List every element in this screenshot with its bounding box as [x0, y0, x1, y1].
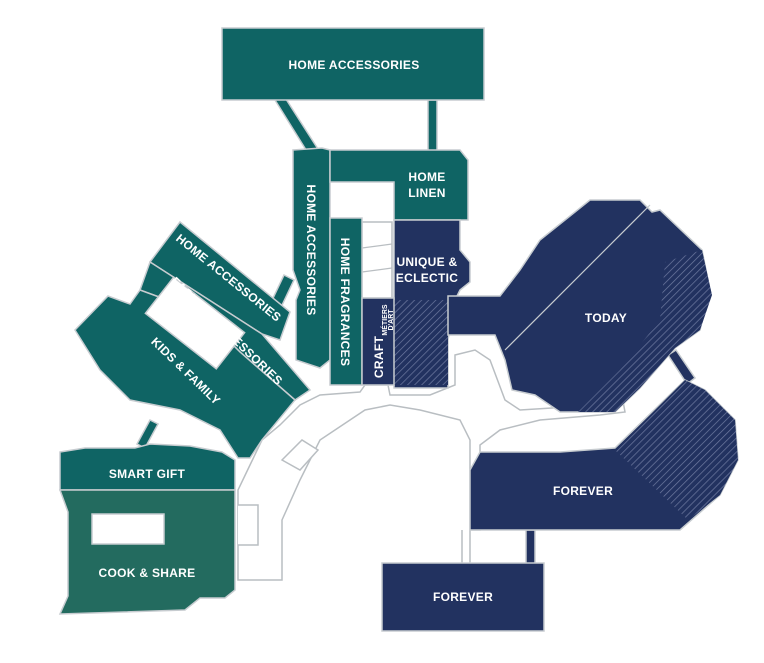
label-home-linen-2: LINEN — [408, 186, 446, 200]
navy-zones — [361, 199, 739, 632]
label-home-accessories-top: HOME ACCESSORIES — [288, 58, 419, 72]
zone-kids-family[interactable] — [74, 289, 297, 459]
zone-cook-share[interactable] — [58, 489, 236, 615]
zone-home-accessories-vertical[interactable] — [292, 147, 331, 369]
zone-craft[interactable] — [361, 297, 395, 386]
walkway-cross — [280, 439, 320, 471]
label-unique-eclectic-2: ECLECTIC — [396, 271, 458, 285]
walkway-bottom-link — [461, 530, 471, 566]
zone-home-accessories-top[interactable] — [221, 27, 485, 101]
label-metiers-1: MÉTIERS — [380, 304, 389, 335]
walkway-fragrance-gaps — [361, 221, 393, 299]
label-cook-share: COOK & SHARE — [99, 566, 196, 580]
zone-home-linen[interactable] — [329, 149, 469, 221]
teal-zones — [58, 27, 485, 615]
zone-forever-hatch — [615, 380, 738, 520]
label-home-linen-1: HOME — [408, 170, 445, 184]
label-unique-eclectic-1: UNIQUE & — [396, 255, 457, 269]
label-forever-right: FOREVER — [553, 484, 613, 498]
label-smart-gift: SMART GIFT — [109, 467, 186, 481]
zone-forever-bottom[interactable] — [381, 562, 545, 632]
label-craft: CRAFT — [372, 336, 386, 379]
label-today: TODAY — [585, 311, 627, 325]
label-home-accessories-vertical: HOME ACCESSORIES — [304, 184, 318, 315]
label-home-fragrances: HOME FRAGRANCES — [338, 238, 352, 367]
zone-today-hatch — [578, 250, 712, 412]
label-metiers-2: D'ART — [388, 309, 395, 331]
label-forever-bottom: FOREVER — [433, 590, 493, 604]
zone-unique-hatch — [394, 300, 448, 385]
walkway-left-branch — [238, 504, 259, 546]
